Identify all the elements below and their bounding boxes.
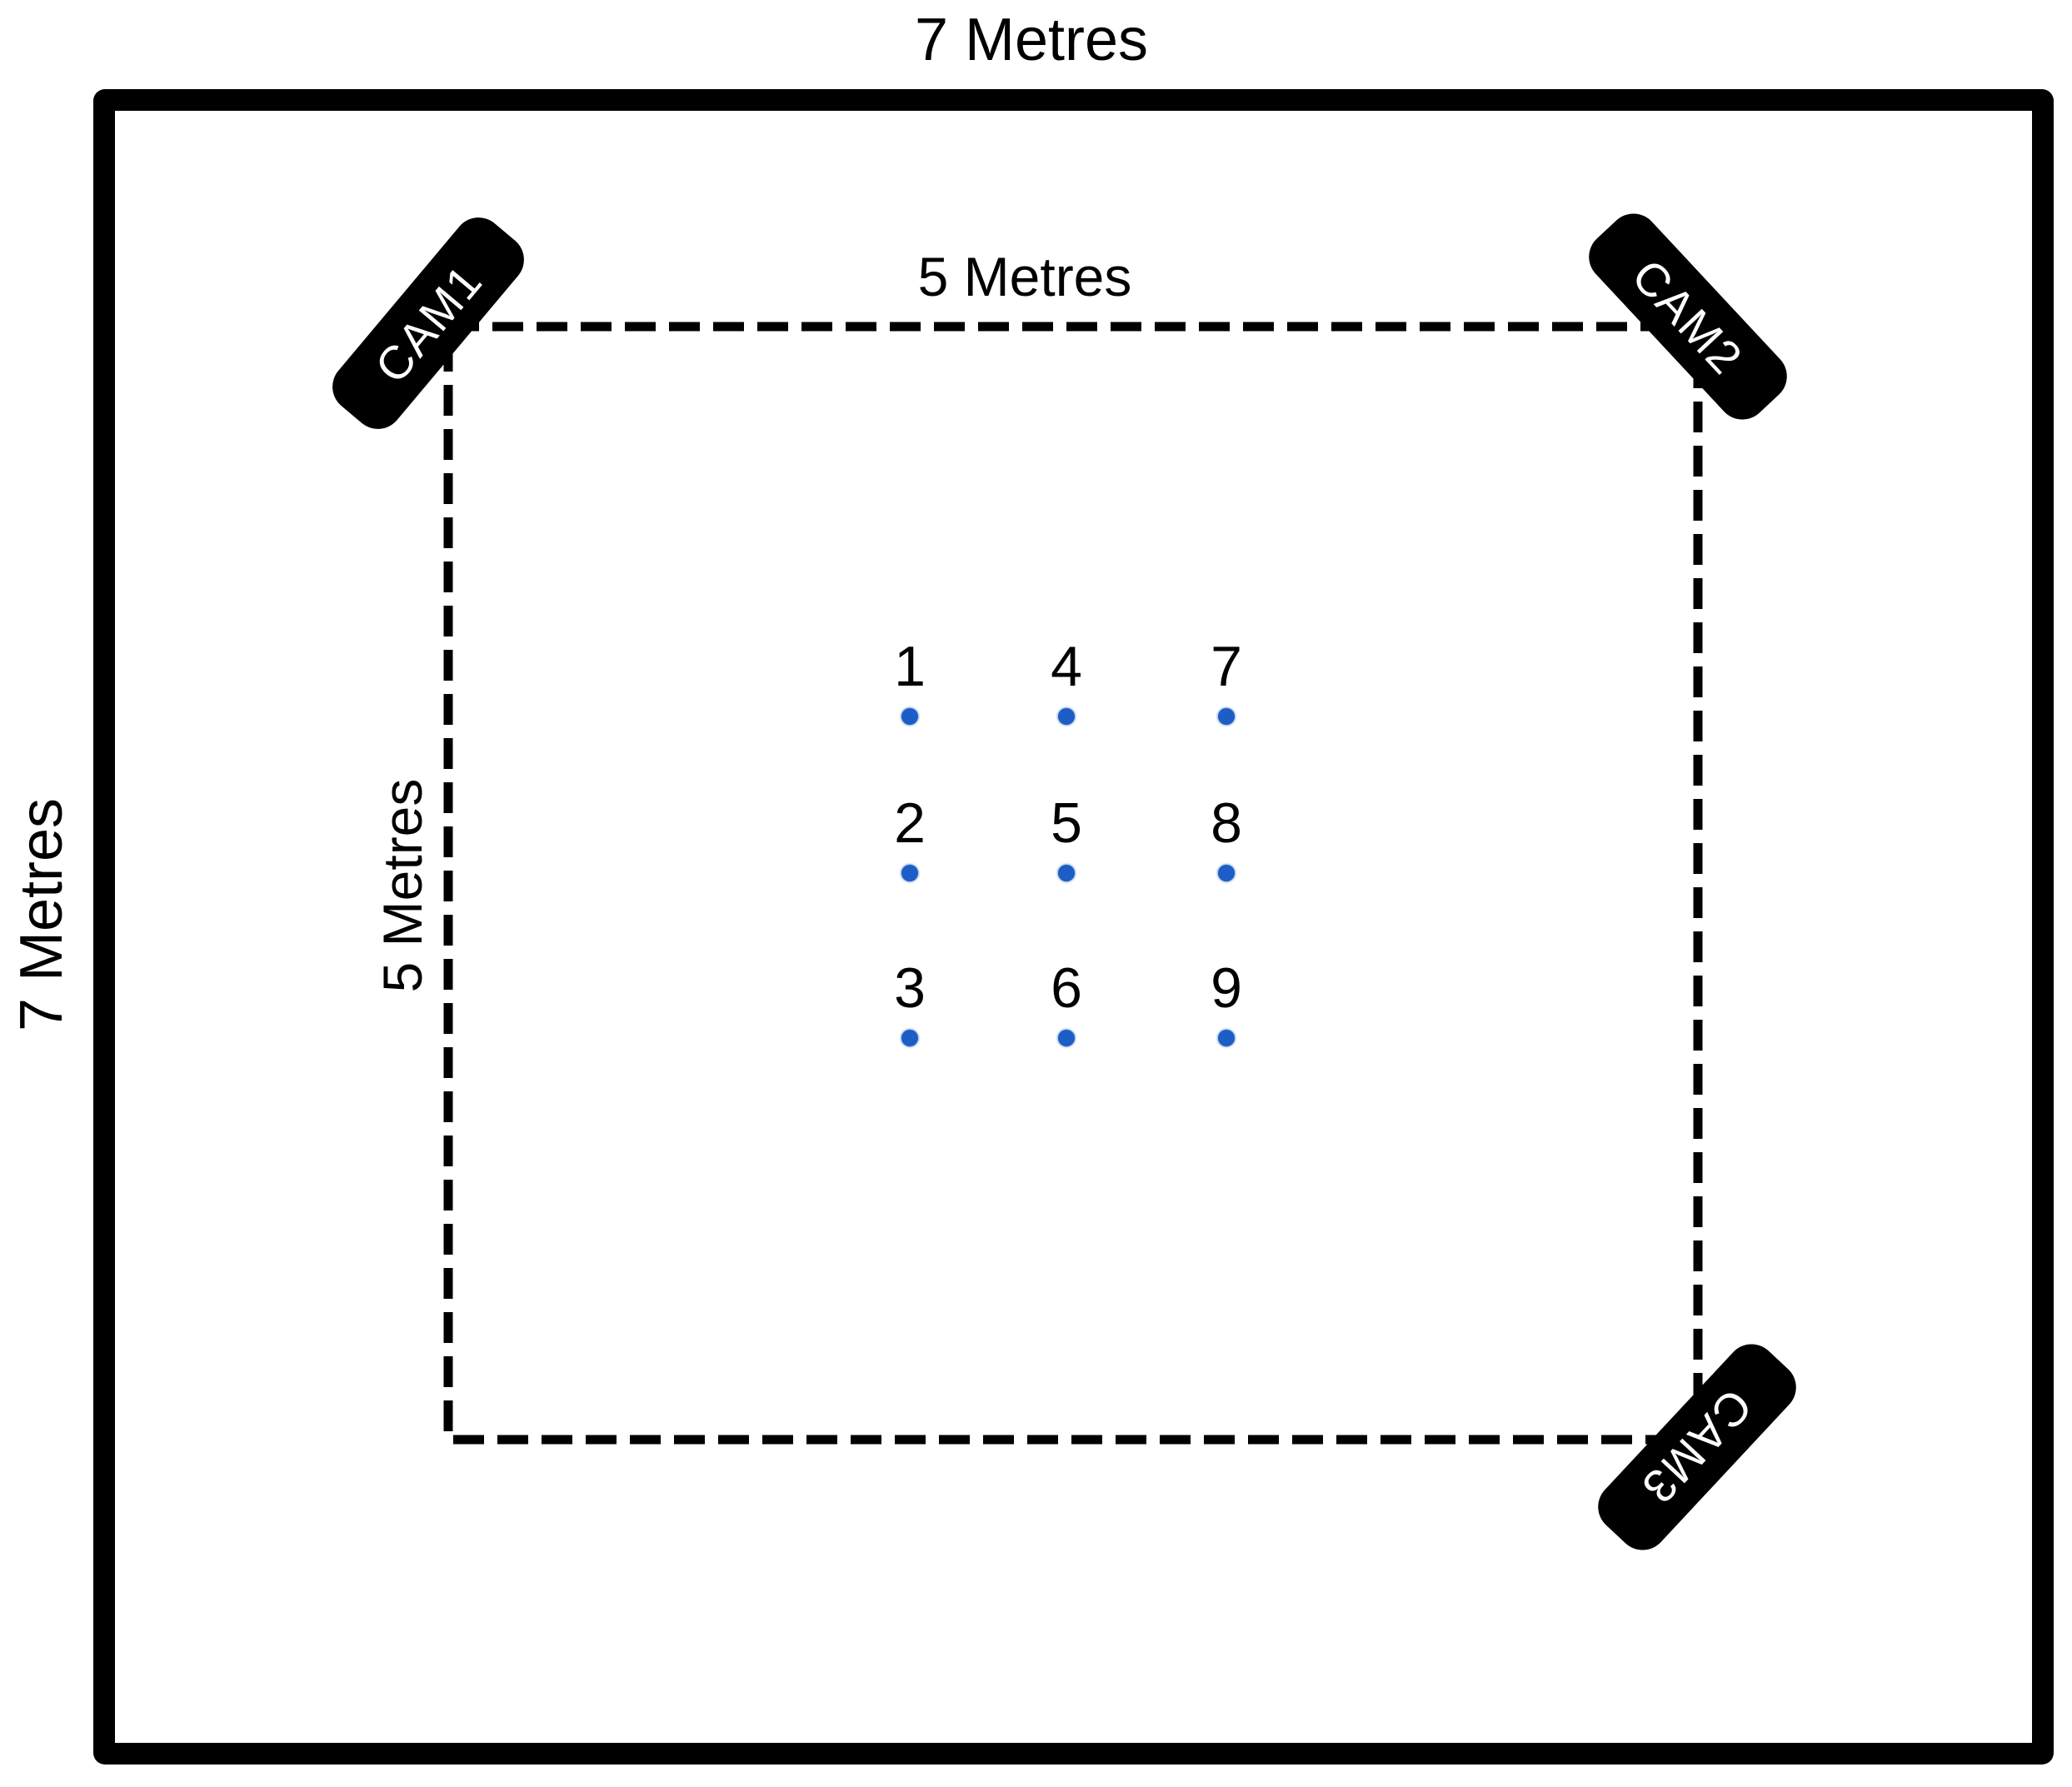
zone-width-label: 5 Metres [917, 246, 1132, 307]
zone-height-label: 5 Metres [372, 778, 433, 993]
room-width-label: 7 Metres [914, 7, 1149, 73]
room-boundary [93, 89, 2054, 1765]
measurement-zone-outline [443, 322, 1703, 1445]
point-5: 5 [1025, 790, 1108, 881]
point-dot [1218, 1030, 1235, 1046]
point-label: 5 [1051, 791, 1082, 855]
point-dot [901, 1030, 918, 1046]
point-6: 6 [1025, 955, 1108, 1046]
point-dot [901, 708, 918, 725]
point-dot [901, 865, 918, 881]
point-label: 9 [1211, 956, 1242, 1020]
point-label: 4 [1051, 635, 1082, 698]
point-4: 4 [1025, 633, 1108, 725]
point-dot [1058, 865, 1075, 881]
room-height-label: 7 Metres [8, 797, 75, 1032]
point-dot [1218, 708, 1235, 725]
point-2: 2 [868, 790, 951, 881]
point-1: 1 [868, 633, 951, 725]
point-dot [1218, 865, 1235, 881]
point-dot [1058, 1030, 1075, 1046]
point-label: 6 [1051, 956, 1082, 1020]
point-8: 8 [1185, 790, 1268, 881]
point-label: 3 [894, 956, 926, 1020]
point-dot [1058, 708, 1075, 725]
point-9: 9 [1185, 955, 1268, 1046]
point-label: 2 [894, 791, 926, 855]
point-label: 8 [1211, 791, 1242, 855]
point-3: 3 [868, 955, 951, 1046]
point-7: 7 [1185, 633, 1268, 725]
point-label: 7 [1211, 635, 1242, 698]
point-label: 1 [894, 635, 926, 698]
zone-dashed-rect [443, 322, 1703, 1445]
